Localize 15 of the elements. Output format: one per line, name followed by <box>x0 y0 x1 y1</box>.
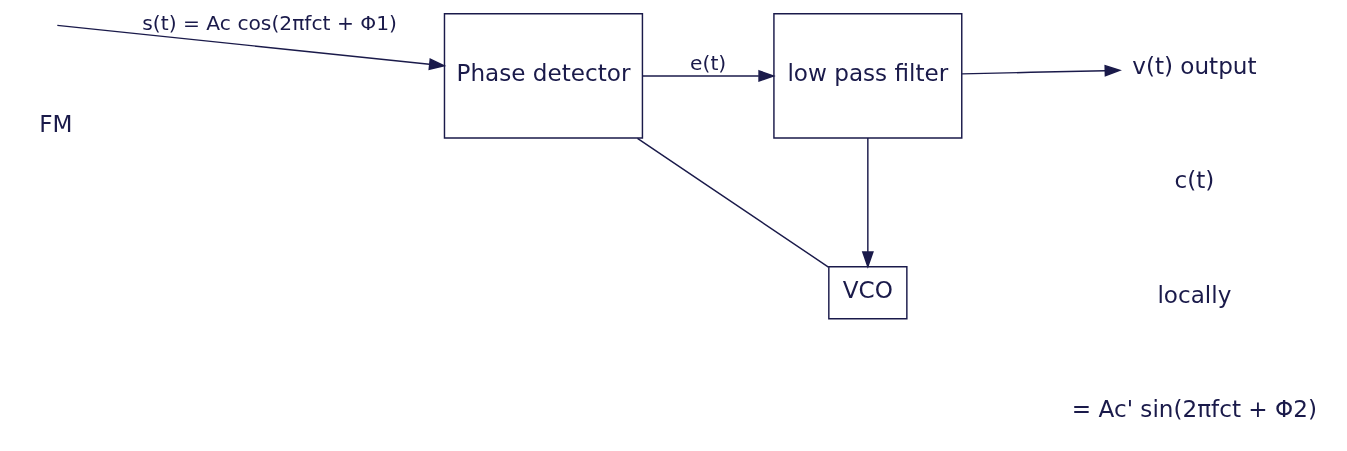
node-box: VCO <box>828 265 908 320</box>
connector <box>636 137 830 268</box>
node-box: low pass filter <box>773 13 963 139</box>
label: = Ac' sin(2πfct + Φ2) <box>1071 395 1317 422</box>
node-text: v(t) output <box>1132 53 1257 80</box>
label: FM <box>39 111 73 138</box>
node-box: Phase detector <box>443 13 644 139</box>
edge-label: e(t) <box>690 51 727 76</box>
label: c(t) <box>1174 167 1215 194</box>
label: locally <box>1157 281 1232 308</box>
arrow <box>56 24 447 71</box>
arrow <box>961 64 1122 77</box>
arrow <box>861 137 874 269</box>
edge-label: s(t) = Ac cos(2πfct + Φ1) <box>142 11 397 35</box>
arrow <box>641 69 776 83</box>
